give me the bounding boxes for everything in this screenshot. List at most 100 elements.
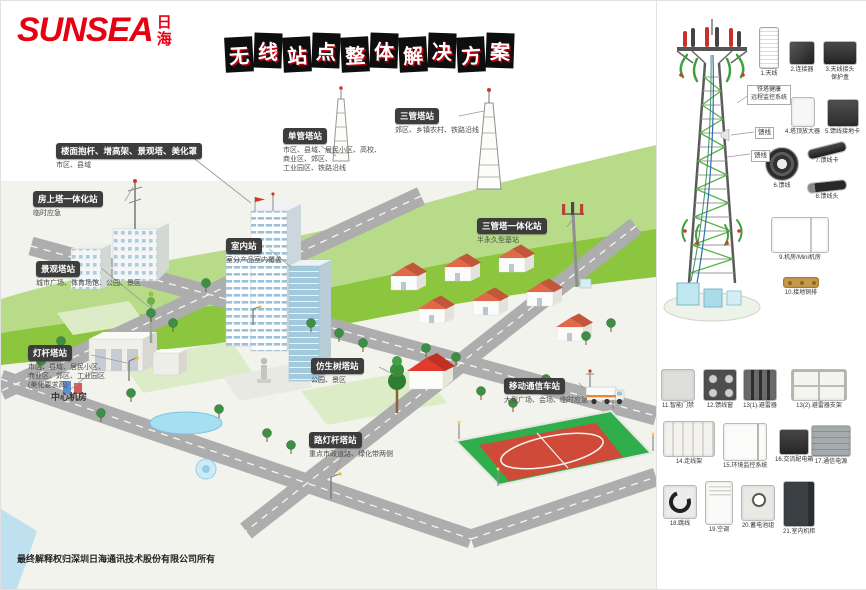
sunsea-logo: SUNSEA 日海	[17, 13, 174, 48]
equipment-item: 2.连接器	[789, 41, 815, 75]
equipment-item: 3.天线接头 保护盒	[823, 41, 857, 82]
equipment-label: 10.接地铜排	[784, 290, 818, 296]
equipment-label: 9.机房/Mini机房	[779, 255, 821, 261]
callout-mobile-comm-vehicle: 移动通信车站 大型广场、会场、临时应急	[504, 376, 588, 405]
comm-power-supply-icon	[811, 425, 851, 457]
callout-title: 景观塔站	[36, 261, 81, 277]
equipment-label: 1.天线	[760, 71, 778, 77]
equipment-label: 18.跳线	[669, 521, 691, 527]
callout-sub: 城市广场、体育场馆、公园、景区	[36, 280, 141, 287]
equipment-label: 14.走线架	[675, 459, 703, 465]
equipment-item: 11.智能门禁	[661, 369, 695, 411]
equipment-label: 13(2).避雷器支架	[796, 403, 842, 409]
callout-sub: 市区、县域	[56, 162, 91, 169]
callout-sub: 郊区、乡镇农村、铁路沿线	[395, 127, 479, 134]
equipment-item: 20.蓄电池组	[741, 485, 775, 531]
equipment-item: 13(1).避雷器	[743, 369, 777, 411]
trees	[36, 278, 616, 454]
callout-landscape-tower-site: 景观塔站 城市广场、体育场馆、公园、景区	[36, 259, 141, 288]
callout-title: 移动通信车站	[504, 378, 566, 394]
equipment-label: 3.天线接头 保护盒	[825, 67, 855, 81]
houses	[390, 244, 593, 390]
equipment-label: 16.交流配电箱	[775, 457, 814, 463]
feeder-ground-kit-icon	[826, 99, 859, 127]
left-buildings	[70, 179, 169, 290]
callout-title: 路灯杆塔站	[309, 432, 362, 448]
sports-field	[453, 390, 655, 487]
equipment-item: 7.馈线卡	[806, 140, 848, 166]
equipment-item: 18.跳线	[663, 485, 697, 529]
air-conditioner-icon	[705, 481, 733, 525]
copyright-notice: 最终解释权归深圳日海通讯技术股份有限公司所有	[17, 554, 216, 564]
monopole-tower	[562, 202, 592, 289]
callout-title: 三管塔一体化站	[477, 218, 547, 234]
callout-roof-pole-site: 楼面抱杆、增高架、景观塔、美化罩 市区、县域	[56, 141, 203, 170]
antenna-joint-protect-box-icon	[823, 41, 857, 65]
equipment-label: 17.通信电源	[814, 459, 848, 465]
cable-tray-icon	[663, 421, 715, 457]
equipment-item: 4.塔顶放大器	[785, 97, 820, 137]
feeder-cable-coil-icon	[765, 147, 799, 181]
connector-icon	[789, 41, 815, 65]
equipment-item: 19.空调	[705, 481, 733, 535]
equipment-item: 9.机房/Mini机房	[771, 217, 829, 263]
equipment-item: 10.接地铜排	[783, 277, 819, 298]
callout-bionic-tree-site: 仿生树塔站 公园、景区	[311, 356, 364, 385]
callout-title: 三管塔站	[395, 108, 440, 124]
callout-sub: 临时应急	[33, 210, 61, 217]
callout-title: 楼面抱杆、增高架、景观塔、美化罩	[56, 143, 203, 159]
callout-sub: 大型广场、会场、临时应急	[504, 397, 588, 404]
callout-sub: 半永久型基站	[477, 237, 519, 244]
logo-cjk-text: 日海	[156, 14, 172, 48]
equipment-item: 14.走线架	[663, 421, 715, 467]
equipment-label: 5.馈线接地卡	[825, 129, 861, 135]
equipment-item: 12.馈线窗	[703, 369, 737, 411]
equipment-label: 12.馈线窗	[706, 403, 734, 409]
equipment-item: 13(2).避雷器支架	[791, 369, 847, 411]
callout-sub: 市区、县域、居民小区、高校、 商业区、郊区、 工业园区、铁路沿线	[283, 147, 381, 173]
callout-leader-lines	[70, 110, 586, 478]
callout-indoor-site: 室内站 室分产品室内覆盖	[226, 236, 282, 265]
logo-text: SUNSEA	[17, 11, 154, 49]
equipment-label: 19.空调	[708, 527, 730, 533]
feeder-label: 馈线	[755, 127, 774, 139]
environment-monitor-icon	[723, 423, 768, 461]
antenna-icon	[759, 27, 779, 69]
callout-title: 室内站	[226, 238, 262, 254]
equipment-label: 20.蓄电池组	[741, 523, 775, 529]
equipment-item: 5.馈线接地卡	[825, 99, 860, 137]
equipment-label: 21.室内机柜	[783, 529, 816, 535]
callout-sub: 室分产品室内覆盖	[226, 257, 282, 264]
equipment-item: 16.交流配电箱	[775, 429, 813, 465]
equipment-item: 21.室内机柜	[783, 481, 815, 537]
bionic-tree-tower	[388, 356, 406, 413]
equipment-label: 15.环境监控系统	[723, 463, 768, 469]
callout-sub: 公园、景区	[311, 377, 346, 384]
callout-sub: 重点市政道路、绿化带两侧	[309, 451, 393, 458]
statue	[257, 357, 271, 383]
callout-monopole-site: 单管塔站 市区、县域、居民小区、高校、 商业区、郊区、 工业园区、铁路沿线	[283, 126, 381, 173]
arrester-bracket-icon	[791, 369, 847, 401]
battery-group-icon	[741, 485, 775, 521]
feeder-connector-icon	[806, 178, 848, 195]
equipment-panel: 铁塔健康 远程监控系统 馈线 馈线 1.天线 2.连接器 3.天线接头 保护盒 …	[656, 1, 866, 589]
jumper-cable-icon	[663, 485, 697, 519]
equipment-label: 6.馈线	[773, 183, 791, 189]
callout-light-pole-site: 灯杆塔站 市区、县域、居民小区、 商业区、郊区、工业园区 (美化要求高)	[28, 343, 105, 390]
street-lamps	[128, 305, 342, 499]
callout-sub: 市区、县域、居民小区、 商业区、郊区、工业园区 (美化要求高)	[28, 364, 105, 390]
callout-rooftop-tower-site: 房上塔一体化站 临时应急	[33, 189, 103, 218]
equipment-label: 4.塔顶放大器	[785, 129, 821, 135]
callout-title: 单管塔站	[283, 128, 328, 144]
callout-title: 灯杆塔站	[28, 345, 73, 361]
callout-title: 中心机房	[51, 392, 88, 402]
feeder-label: 馈线	[751, 150, 770, 162]
callout-title: 房上塔一体化站	[33, 191, 103, 207]
lattice-tower	[476, 88, 502, 190]
tower-top-amplifier-icon	[790, 97, 815, 127]
equipment-label: 11.智能门禁	[662, 403, 694, 409]
callout-three-tube-integrated-site: 三管塔一体化站 半永久型基站	[477, 216, 547, 245]
mobile-comm-vehicle	[585, 369, 625, 405]
equipment-item: 17.通信电源	[811, 425, 851, 467]
